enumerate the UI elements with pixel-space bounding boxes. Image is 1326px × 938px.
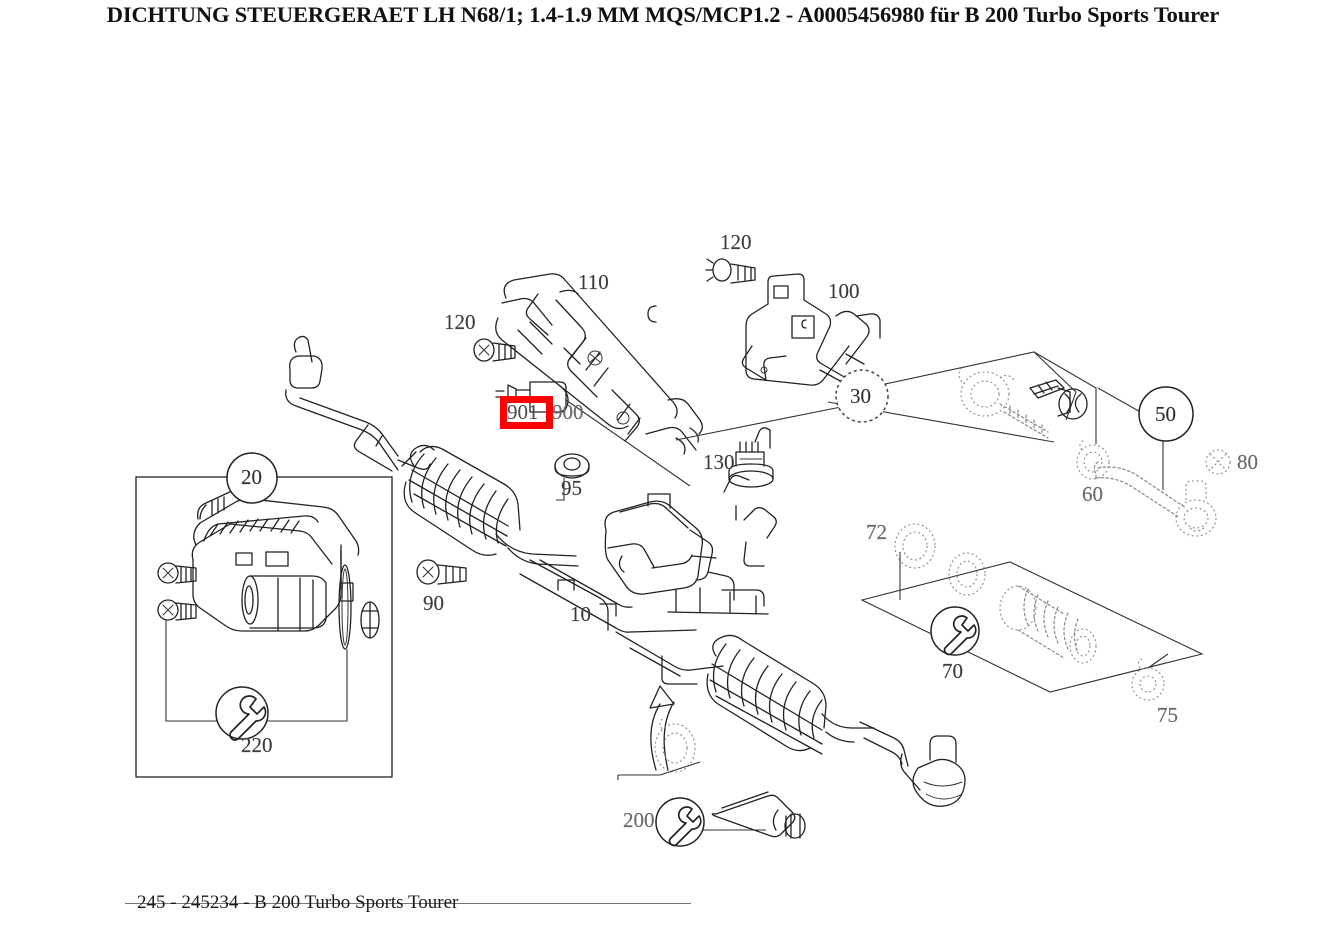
page-title: DICHTUNG STEUERGERAET LH N68/1; 1.4-1.9 … [106,2,1220,27]
callout-label-75: 75 [1157,703,1178,727]
steering-shield-110 [495,273,703,455]
callout-label-900: 900 [552,400,584,424]
right-bellows-part [706,634,966,807]
wrench-icon-220 [215,686,269,741]
callout-label-70: 70 [942,659,963,683]
callout-label-80: 80 [1237,450,1258,474]
callout-label-100: 100 [828,279,860,303]
group-200-panel [617,685,806,839]
wrench-icon-70 [930,606,980,656]
callout-label-10: 10 [570,602,591,626]
steering-rack-housing [519,474,777,685]
footer-label: 245 - 245234 - B 200 Turbo Sports Tourer [137,892,459,913]
bellows-dotted-part [999,585,1097,664]
callout-ring-20 [226,452,278,504]
callout-label-20: 20 [241,465,262,489]
heat-shield-100 [741,273,881,386]
callout-label-220: 220 [241,733,273,757]
bushing-95-part [554,453,590,501]
grease-tube-part [711,791,806,839]
callout-label-72: 72 [866,520,887,544]
group-30-panel [675,351,1110,480]
highlight-box [500,396,553,429]
callout-ring-30 [835,369,889,423]
callout-ring-50 [1138,386,1194,442]
callout-label-50: 50 [1155,402,1176,426]
footer-divider [125,903,691,904]
group-50-tie-rod-end [1093,387,1231,537]
group-20-box [135,476,393,778]
footer: 245 - 245234 - B 200 Turbo Sports Tourer [0,890,1326,938]
sensor-130-part [728,427,774,488]
bolt-120-left [473,338,516,362]
bolt-120-top [705,258,756,284]
callout-label-90: 90 [423,591,444,615]
callout-label-95: 95 [561,476,582,500]
callout-label-901: 901 [507,400,539,424]
wrench-icon-200 [655,797,705,847]
left-tie-rod-part [285,335,431,472]
callout-label-60: 60 [1082,482,1103,506]
callout-label-200: 200 [623,808,655,832]
clamp-60-part [1076,439,1110,480]
inner-tie-rod-dotted [958,367,1049,439]
group-70-panel [860,523,1204,701]
bolt-90-part [416,559,467,585]
callout-label-120-top: 120 [720,230,752,254]
clip-part [360,601,380,639]
bolt-pair [157,562,197,621]
callout-label-130: 130 [703,450,735,474]
o-ring-part [338,564,352,650]
servo-motor-part [191,487,360,632]
bolt-30-part [1029,379,1088,420]
callout-label-120-left: 120 [444,310,476,334]
callout-label-110: 110 [578,270,609,294]
callout-label-30: 30 [850,384,871,408]
